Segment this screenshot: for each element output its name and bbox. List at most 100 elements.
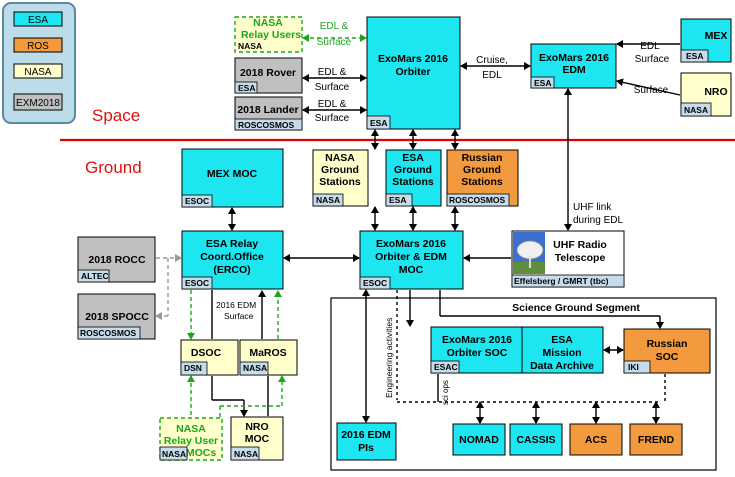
- exomars-edm-tag: ESA: [534, 78, 551, 88]
- svg-text:Relay Users: Relay Users: [241, 29, 301, 41]
- svg-text:ACS: ACS: [585, 434, 607, 446]
- svg-text:ExoMars 2016: ExoMars 2016: [378, 53, 448, 65]
- orbiter-soc-tag: ESAC: [434, 362, 458, 372]
- svg-text:ESA Relay: ESA Relay: [206, 238, 258, 250]
- svg-text:NRO: NRO: [704, 86, 727, 98]
- exomars-orbiter-box: ExoMars 2016 Orbiter ESA: [366, 16, 461, 130]
- rocc-2018-box: 2018 ROCC ALTEC: [77, 236, 156, 283]
- cassis-box: CASSIS: [509, 423, 563, 456]
- russian-soc-box: Russian SOC IKI: [623, 328, 711, 374]
- svg-text:ESA: ESA: [402, 152, 424, 164]
- svg-text:CASSIS: CASSIS: [516, 434, 555, 446]
- mex-moc-tag: ESOC: [185, 196, 209, 206]
- svg-text:MEX MOC: MEX MOC: [207, 168, 258, 180]
- uhf-link-label-b: during EDL: [573, 215, 623, 226]
- svg-text:ExoMars 2016: ExoMars 2016: [442, 334, 512, 346]
- svg-text:NASA: NASA: [176, 423, 206, 435]
- esa-ground-stations-box: ESA Ground Stations ESA: [385, 149, 442, 207]
- russian-ground-stations-box: Russian Ground Stations ROSCOSMOS: [446, 149, 519, 207]
- data-archive-box: ESA Mission Data Archive: [521, 326, 604, 374]
- mex-box: MEX ESA: [680, 18, 732, 63]
- uhf-telescope-tag: Effelsberg / GMRT (tbc): [514, 276, 609, 286]
- nasa-relay-user-mocs-box: NASA Relay User MOCs NASA: [159, 417, 223, 461]
- svg-text:2016 EDM: 2016 EDM: [341, 429, 391, 441]
- edl-surface-label-3: EDL &: [318, 99, 347, 110]
- legend-ros-label: ROS: [27, 41, 49, 52]
- rover-2018-box: 2018 Rover ESA: [234, 57, 303, 94]
- maros-box: MaROS NASA: [239, 339, 298, 376]
- nro-tag: NASA: [684, 105, 708, 115]
- svg-text:Relay User: Relay User: [164, 435, 218, 447]
- nasa-relay-users-box: NASA Relay Users NASA: [234, 16, 303, 53]
- frend-box: FREND: [629, 423, 683, 456]
- lander-2018-tag: ROSCOSMOS: [238, 120, 295, 130]
- mex-edm-label: EDL: [640, 41, 660, 52]
- svg-text:Stations: Stations: [392, 176, 434, 188]
- svg-text:2018 SPOCC: 2018 SPOCC: [85, 311, 149, 323]
- svg-text:2018 Rover: 2018 Rover: [240, 67, 296, 79]
- edm-pis-box: 2016 EDM PIs: [336, 422, 397, 461]
- svg-text:MaROS: MaROS: [249, 347, 286, 359]
- svg-text:ESA: ESA: [551, 334, 573, 346]
- exomars-moc-tag: ESOC: [363, 278, 387, 288]
- svg-text:Telescope: Telescope: [555, 252, 606, 264]
- svg-text:DSOC: DSOC: [191, 347, 222, 359]
- svg-text:MOC: MOC: [245, 433, 270, 445]
- edl-surface-label-1b: Surface: [317, 37, 352, 48]
- spocc-2018-tag: ROSCOSMOS: [80, 328, 137, 338]
- legend: ESA ROS NASA EXM2018: [2, 2, 76, 124]
- svg-text:NOMAD: NOMAD: [459, 434, 499, 446]
- space-zone-label: Space: [92, 106, 140, 125]
- svg-text:Ground: Ground: [394, 164, 432, 176]
- svg-text:NRO: NRO: [245, 421, 268, 433]
- science-ground-segment-title: Science Ground Segment: [512, 302, 640, 314]
- exomars-edm-box: ExoMars 2016 EDM ESA: [530, 43, 617, 89]
- nasa-gs-tag: NASA: [316, 195, 340, 205]
- engineering-activities-label: Engineering activities: [384, 318, 394, 398]
- mex-tag: ESA: [686, 51, 703, 61]
- svg-text:Mission: Mission: [542, 347, 581, 359]
- legend-exm2018-swatch: [13, 93, 63, 111]
- acs-box: ACS: [569, 423, 623, 456]
- edl-surface-label-2: EDL &: [318, 67, 347, 78]
- edm-surface-link-label-b: Surface: [224, 311, 254, 321]
- spocc-2018-box: 2018 SPOCC ROSCOSMOS: [77, 293, 156, 340]
- legend-esa-swatch: [13, 11, 63, 27]
- erco-box: ESA Relay Coord.Office (ERCO) ESOC: [181, 230, 284, 290]
- nasa-ground-stations-box: NASA Ground Stations NASA: [312, 149, 369, 207]
- exomars-orbiter-tag: ESA: [370, 118, 387, 128]
- svg-text:ExoMars 2016: ExoMars 2016: [539, 52, 609, 64]
- legend-ros-swatch: [13, 37, 63, 53]
- svg-text:Orbiter SOC: Orbiter SOC: [447, 347, 508, 359]
- svg-text:UHF Radio: UHF Radio: [553, 239, 607, 251]
- svg-text:Russian: Russian: [647, 338, 688, 350]
- edl-surface-label-2b: Surface: [315, 82, 350, 93]
- edm-surface-link-label: 2016 EDM: [216, 300, 256, 310]
- svg-text:2018 Lander: 2018 Lander: [237, 104, 298, 116]
- nro-box: NRO NASA: [680, 72, 732, 117]
- uhf-link-label: UHF link: [573, 202, 612, 213]
- science-ground-segment-frame: [330, 297, 717, 471]
- sci-ops-label: sci ops: [441, 380, 450, 405]
- nro-moc-box: NRO MOC NASA: [230, 416, 284, 461]
- cruise-edl-label: Cruise,: [476, 55, 508, 66]
- svg-text:MOCs: MOCs: [186, 447, 216, 459]
- svg-text:ExoMars 2016: ExoMars 2016: [376, 238, 446, 250]
- svg-text:MEX: MEX: [705, 30, 728, 42]
- legend-esa-label: ESA: [28, 15, 48, 26]
- exomars-moc-box: ExoMars 2016 Orbiter & EDM MOC ESOC: [359, 230, 464, 290]
- svg-text:EDM: EDM: [562, 64, 586, 76]
- rover-2018-tag: ESA: [238, 83, 255, 93]
- dsoc-tag: DSN: [184, 363, 202, 373]
- nasa-relay-user-mocs-tag: NASA: [162, 449, 186, 459]
- svg-text:Orbiter & EDM: Orbiter & EDM: [375, 251, 447, 263]
- svg-text:Ground: Ground: [463, 164, 501, 176]
- legend-nasa-label: NASA: [24, 67, 52, 78]
- mex-moc-box: MEX MOC ESOC: [181, 148, 284, 208]
- edl-surface-label-1: EDL &: [320, 21, 349, 32]
- svg-text:Stations: Stations: [319, 176, 361, 188]
- russian-soc-tag: IKI: [628, 362, 639, 372]
- svg-text:(ERCO): (ERCO): [213, 264, 250, 276]
- svg-text:Orbiter: Orbiter: [395, 66, 430, 78]
